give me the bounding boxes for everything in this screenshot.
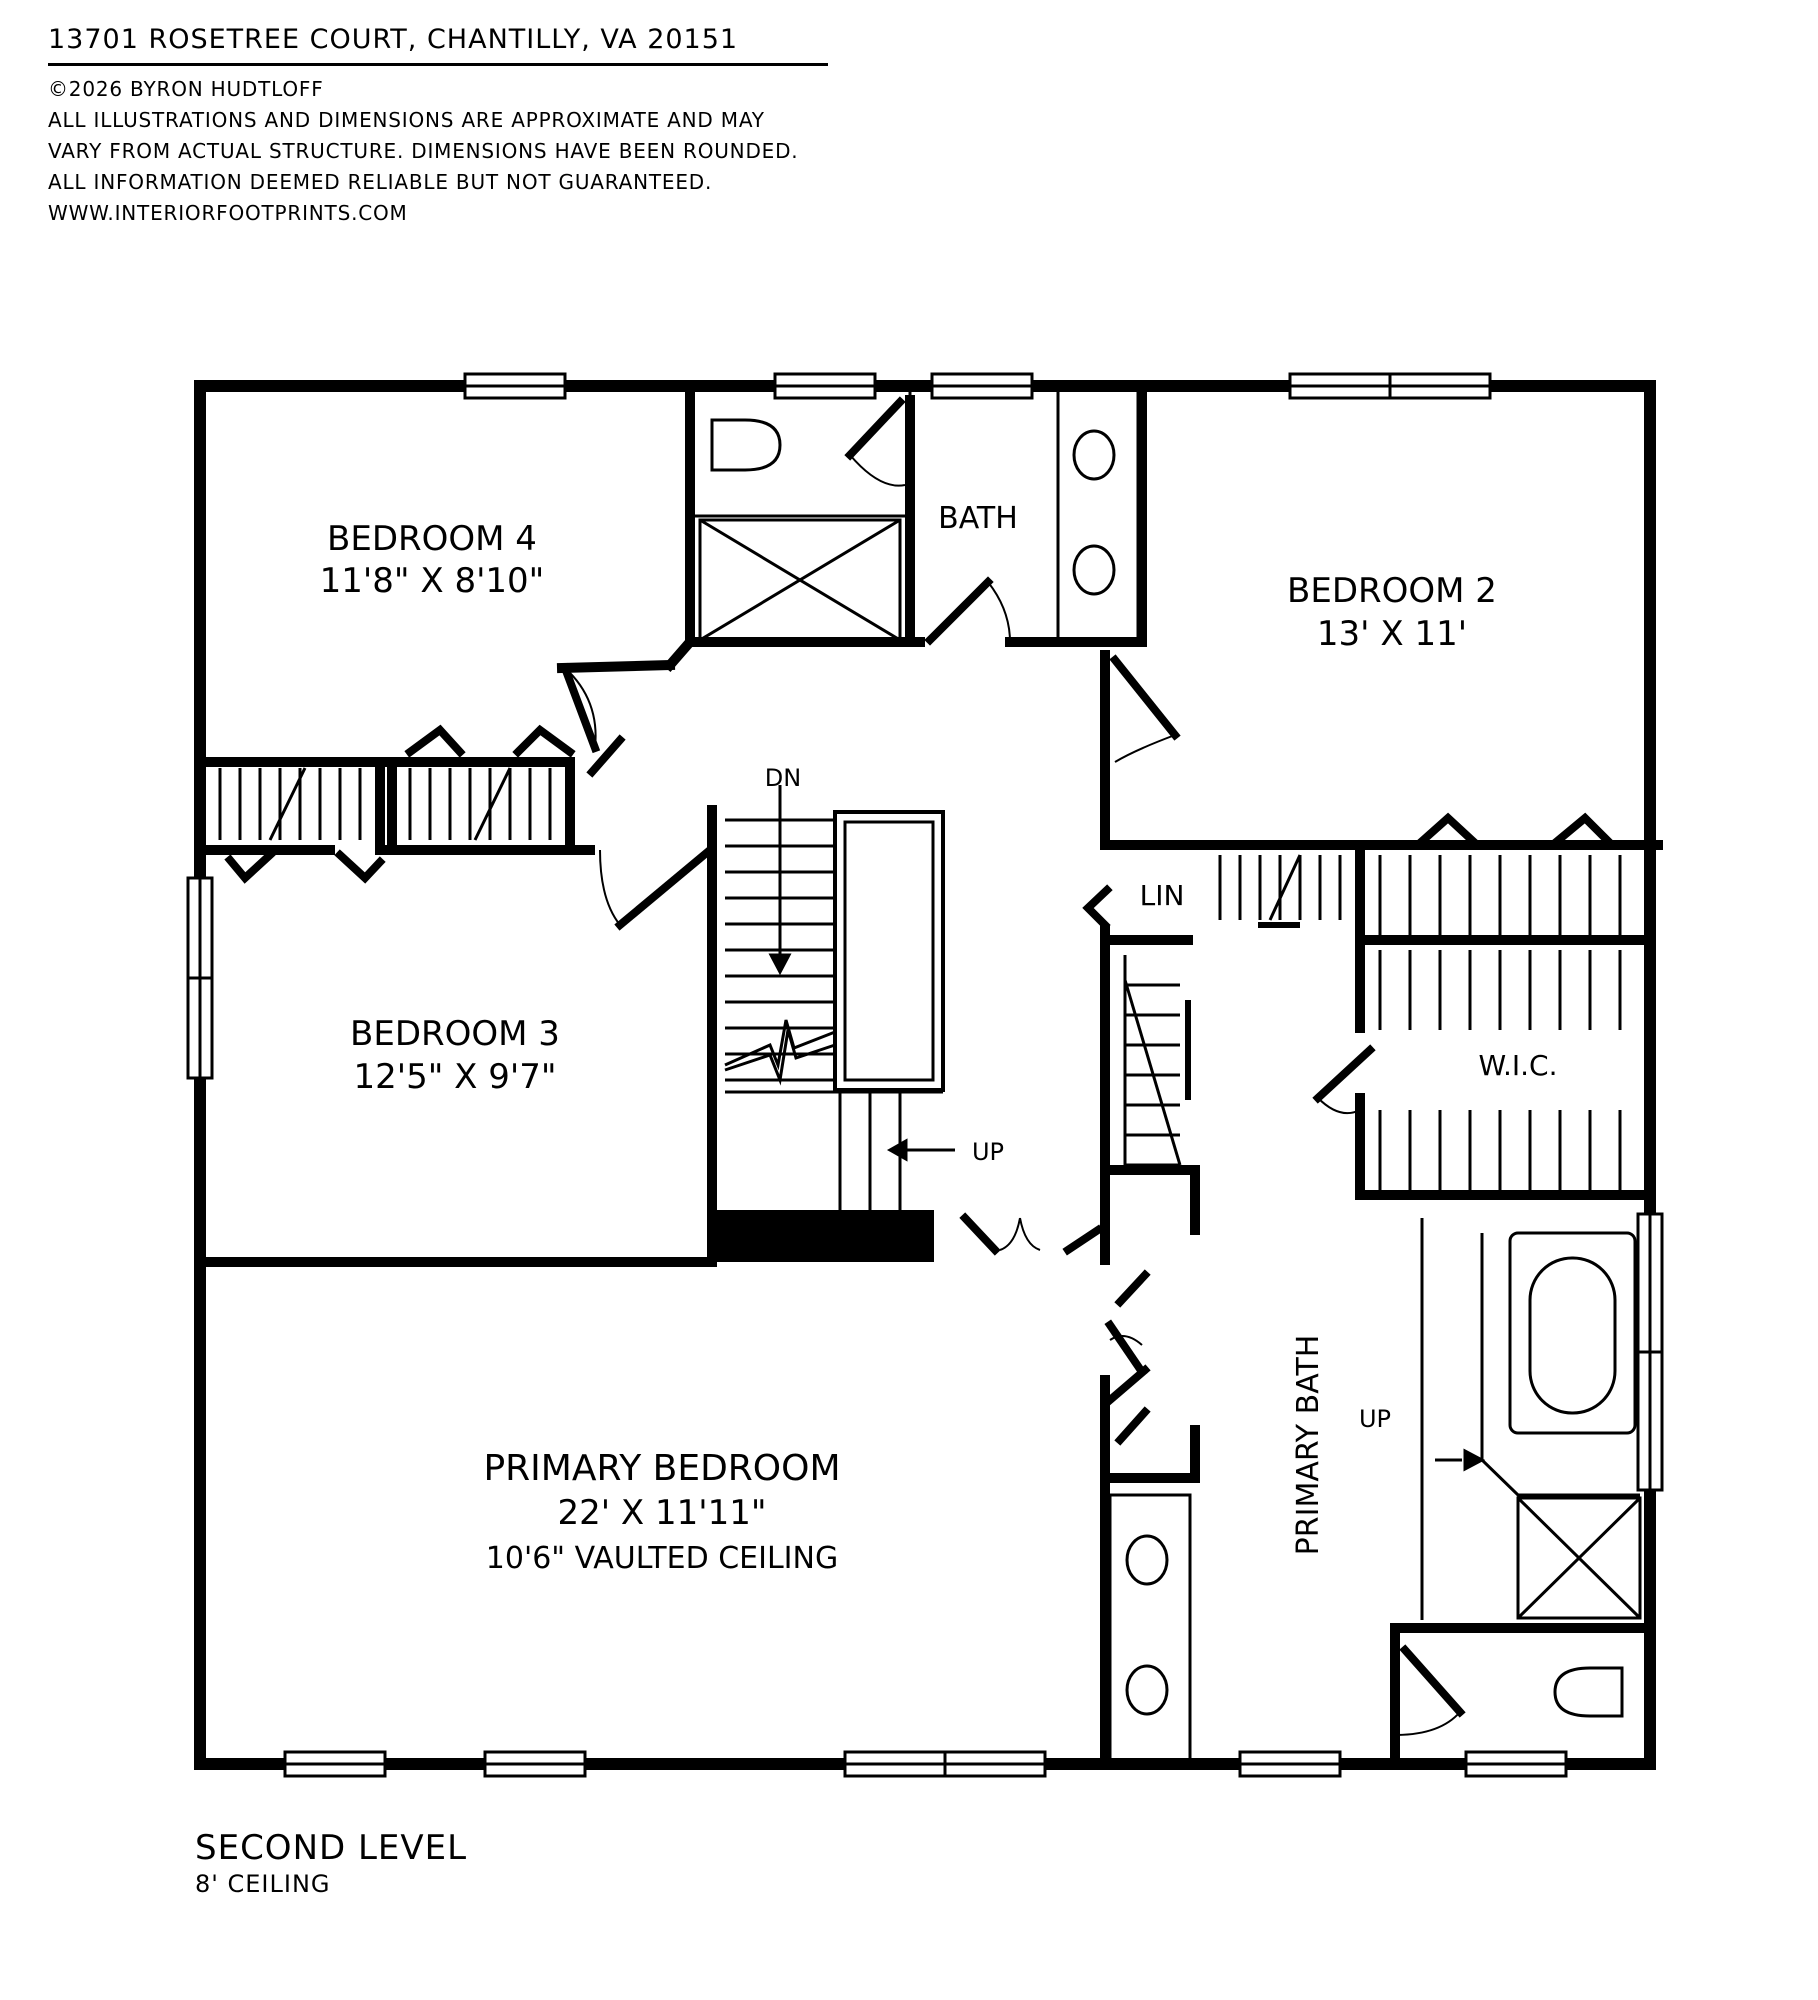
room-labels: BEDROOM 4 11'8" X 8'10" BATH BEDROOM 2 1… bbox=[320, 501, 1558, 1576]
stairs-up-label: UP bbox=[972, 1138, 1004, 1166]
plan-footer: SECOND LEVEL 8' CEILING bbox=[195, 1828, 467, 1898]
plan-header: 13701 ROSETREE COURT, CHANTILLY, VA 2015… bbox=[48, 24, 828, 229]
primary-bedroom-note: 10'6" VAULTED CEILING bbox=[486, 1541, 838, 1576]
windows bbox=[186, 372, 1664, 1778]
disclaimer-line-3: ALL INFORMATION DEEMED RELIABLE BUT NOT … bbox=[48, 170, 713, 194]
closets bbox=[218, 767, 1622, 1190]
linen-label: LIN bbox=[1140, 879, 1185, 912]
level-ceiling: 8' CEILING bbox=[195, 1870, 331, 1898]
door-arcs bbox=[564, 454, 1461, 1736]
bedroom2-size: 13' X 11' bbox=[1317, 614, 1467, 654]
stairs bbox=[724, 785, 955, 1210]
disclaimer-line-2: VARY FROM ACTUAL STRUCTURE. DIMENSIONS H… bbox=[48, 139, 799, 163]
copyright-text: ©2026 BYRON HUDTLOFF bbox=[48, 77, 324, 101]
primary-bedroom-name: PRIMARY BEDROOM bbox=[483, 1448, 840, 1489]
stairs-down-label: DN bbox=[765, 764, 801, 792]
bedroom3-size: 12'5" X 9'7" bbox=[353, 1057, 556, 1097]
primary-bath-name: PRIMARY BATH bbox=[1291, 1335, 1326, 1556]
bath-fixtures bbox=[688, 384, 1642, 1762]
bedroom3-name: BEDROOM 3 bbox=[350, 1014, 560, 1054]
property-address: 13701 ROSETREE COURT, CHANTILLY, VA 2015… bbox=[48, 24, 828, 66]
bedroom4-size: 11'8" X 8'10" bbox=[320, 561, 545, 601]
door-swings bbox=[224, 396, 1616, 1718]
bedroom4-name: BEDROOM 4 bbox=[327, 519, 537, 559]
bedroom2-name: BEDROOM 2 bbox=[1287, 571, 1497, 611]
level-title: SECOND LEVEL bbox=[195, 1828, 468, 1868]
disclaimer-line-1: ALL ILLUSTRATIONS AND DIMENSIONS ARE APP… bbox=[48, 108, 765, 132]
tub-step-up-label: UP bbox=[1359, 1405, 1391, 1433]
website-text: WWW.INTERIORFOOTPRINTS.COM bbox=[48, 201, 408, 225]
stair-landing-solid bbox=[712, 1210, 934, 1262]
primary-bedroom-size: 22' X 11'11" bbox=[557, 1493, 766, 1533]
wic-label: W.I.C. bbox=[1479, 1049, 1558, 1082]
bath-name: BATH bbox=[938, 501, 1018, 536]
